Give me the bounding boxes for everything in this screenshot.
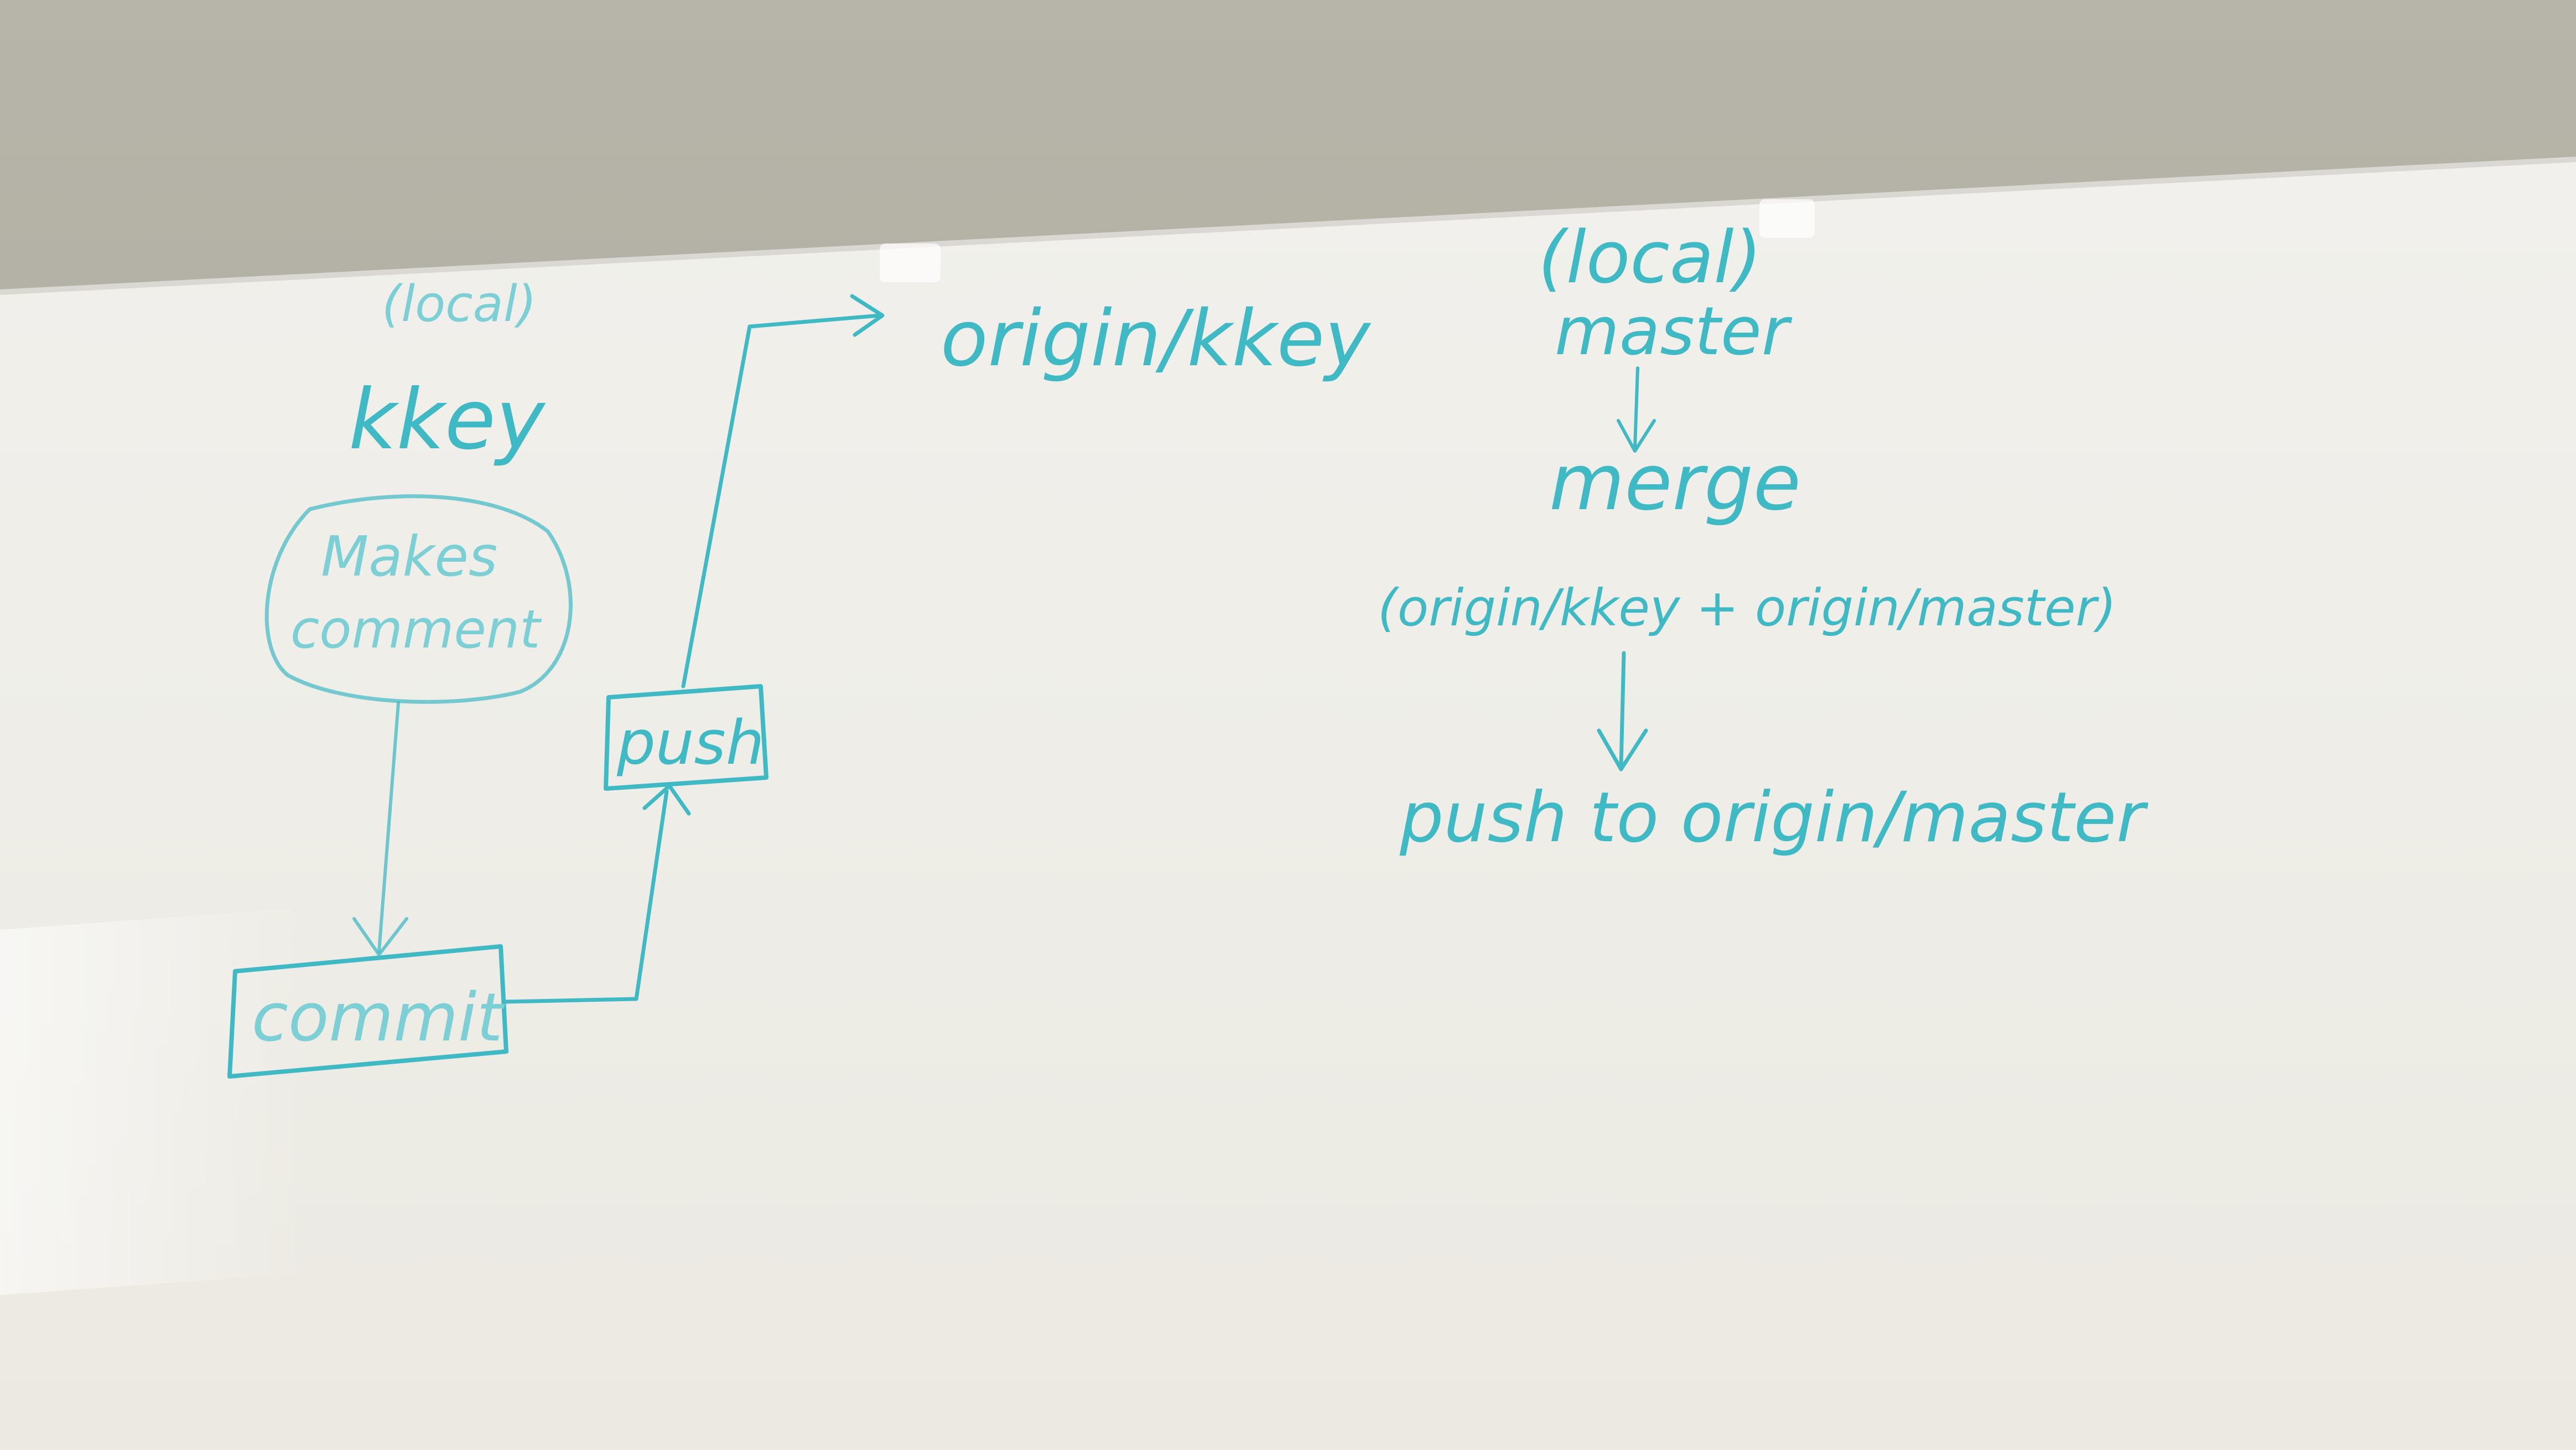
arrow-merge-to-push	[1619, 651, 1626, 769]
arrow-push-to-origin	[681, 313, 882, 688]
left-branch-label: kkey	[349, 372, 546, 468]
glare-left	[0, 908, 310, 1295]
makes-comment-line2: comment	[290, 599, 542, 660]
right-scope-label: (local)	[1538, 215, 1762, 299]
arrowhead-merge-to-push	[1597, 728, 1648, 771]
glare-spot-2	[1759, 199, 1815, 238]
glare-spot-1	[880, 244, 941, 282]
arrowhead-push-to-origin	[850, 294, 885, 337]
whiteboard-top-edge	[0, 157, 2576, 295]
makes-comment-bubble	[264, 494, 573, 704]
left-scope-label: (local)	[382, 275, 537, 333]
right-branch-label: master	[1555, 293, 1793, 370]
arrowhead-comment-to-commit	[352, 917, 408, 956]
whiteboard-surface	[0, 160, 2576, 1450]
push-box	[604, 684, 768, 791]
commit-box	[227, 944, 508, 1079]
arrow-master-to-merge	[1633, 366, 1639, 450]
arrowhead-master-to-merge	[1617, 419, 1656, 453]
push-label: push	[616, 707, 765, 778]
merge-label: merge	[1549, 438, 1801, 528]
push-to-origin-master-label: push to origin/master	[1399, 778, 2148, 858]
arrow-comment-to-commit	[377, 701, 400, 954]
origin-kkey-label: origin/kkey	[941, 294, 1372, 384]
merge-sources-label: (origin/kkey + origin/master)	[1378, 578, 2116, 638]
commit-label: commit	[252, 980, 505, 1057]
makes-comment-line1: Makes	[321, 524, 497, 589]
arrow-commit-to-push	[504, 789, 669, 1004]
